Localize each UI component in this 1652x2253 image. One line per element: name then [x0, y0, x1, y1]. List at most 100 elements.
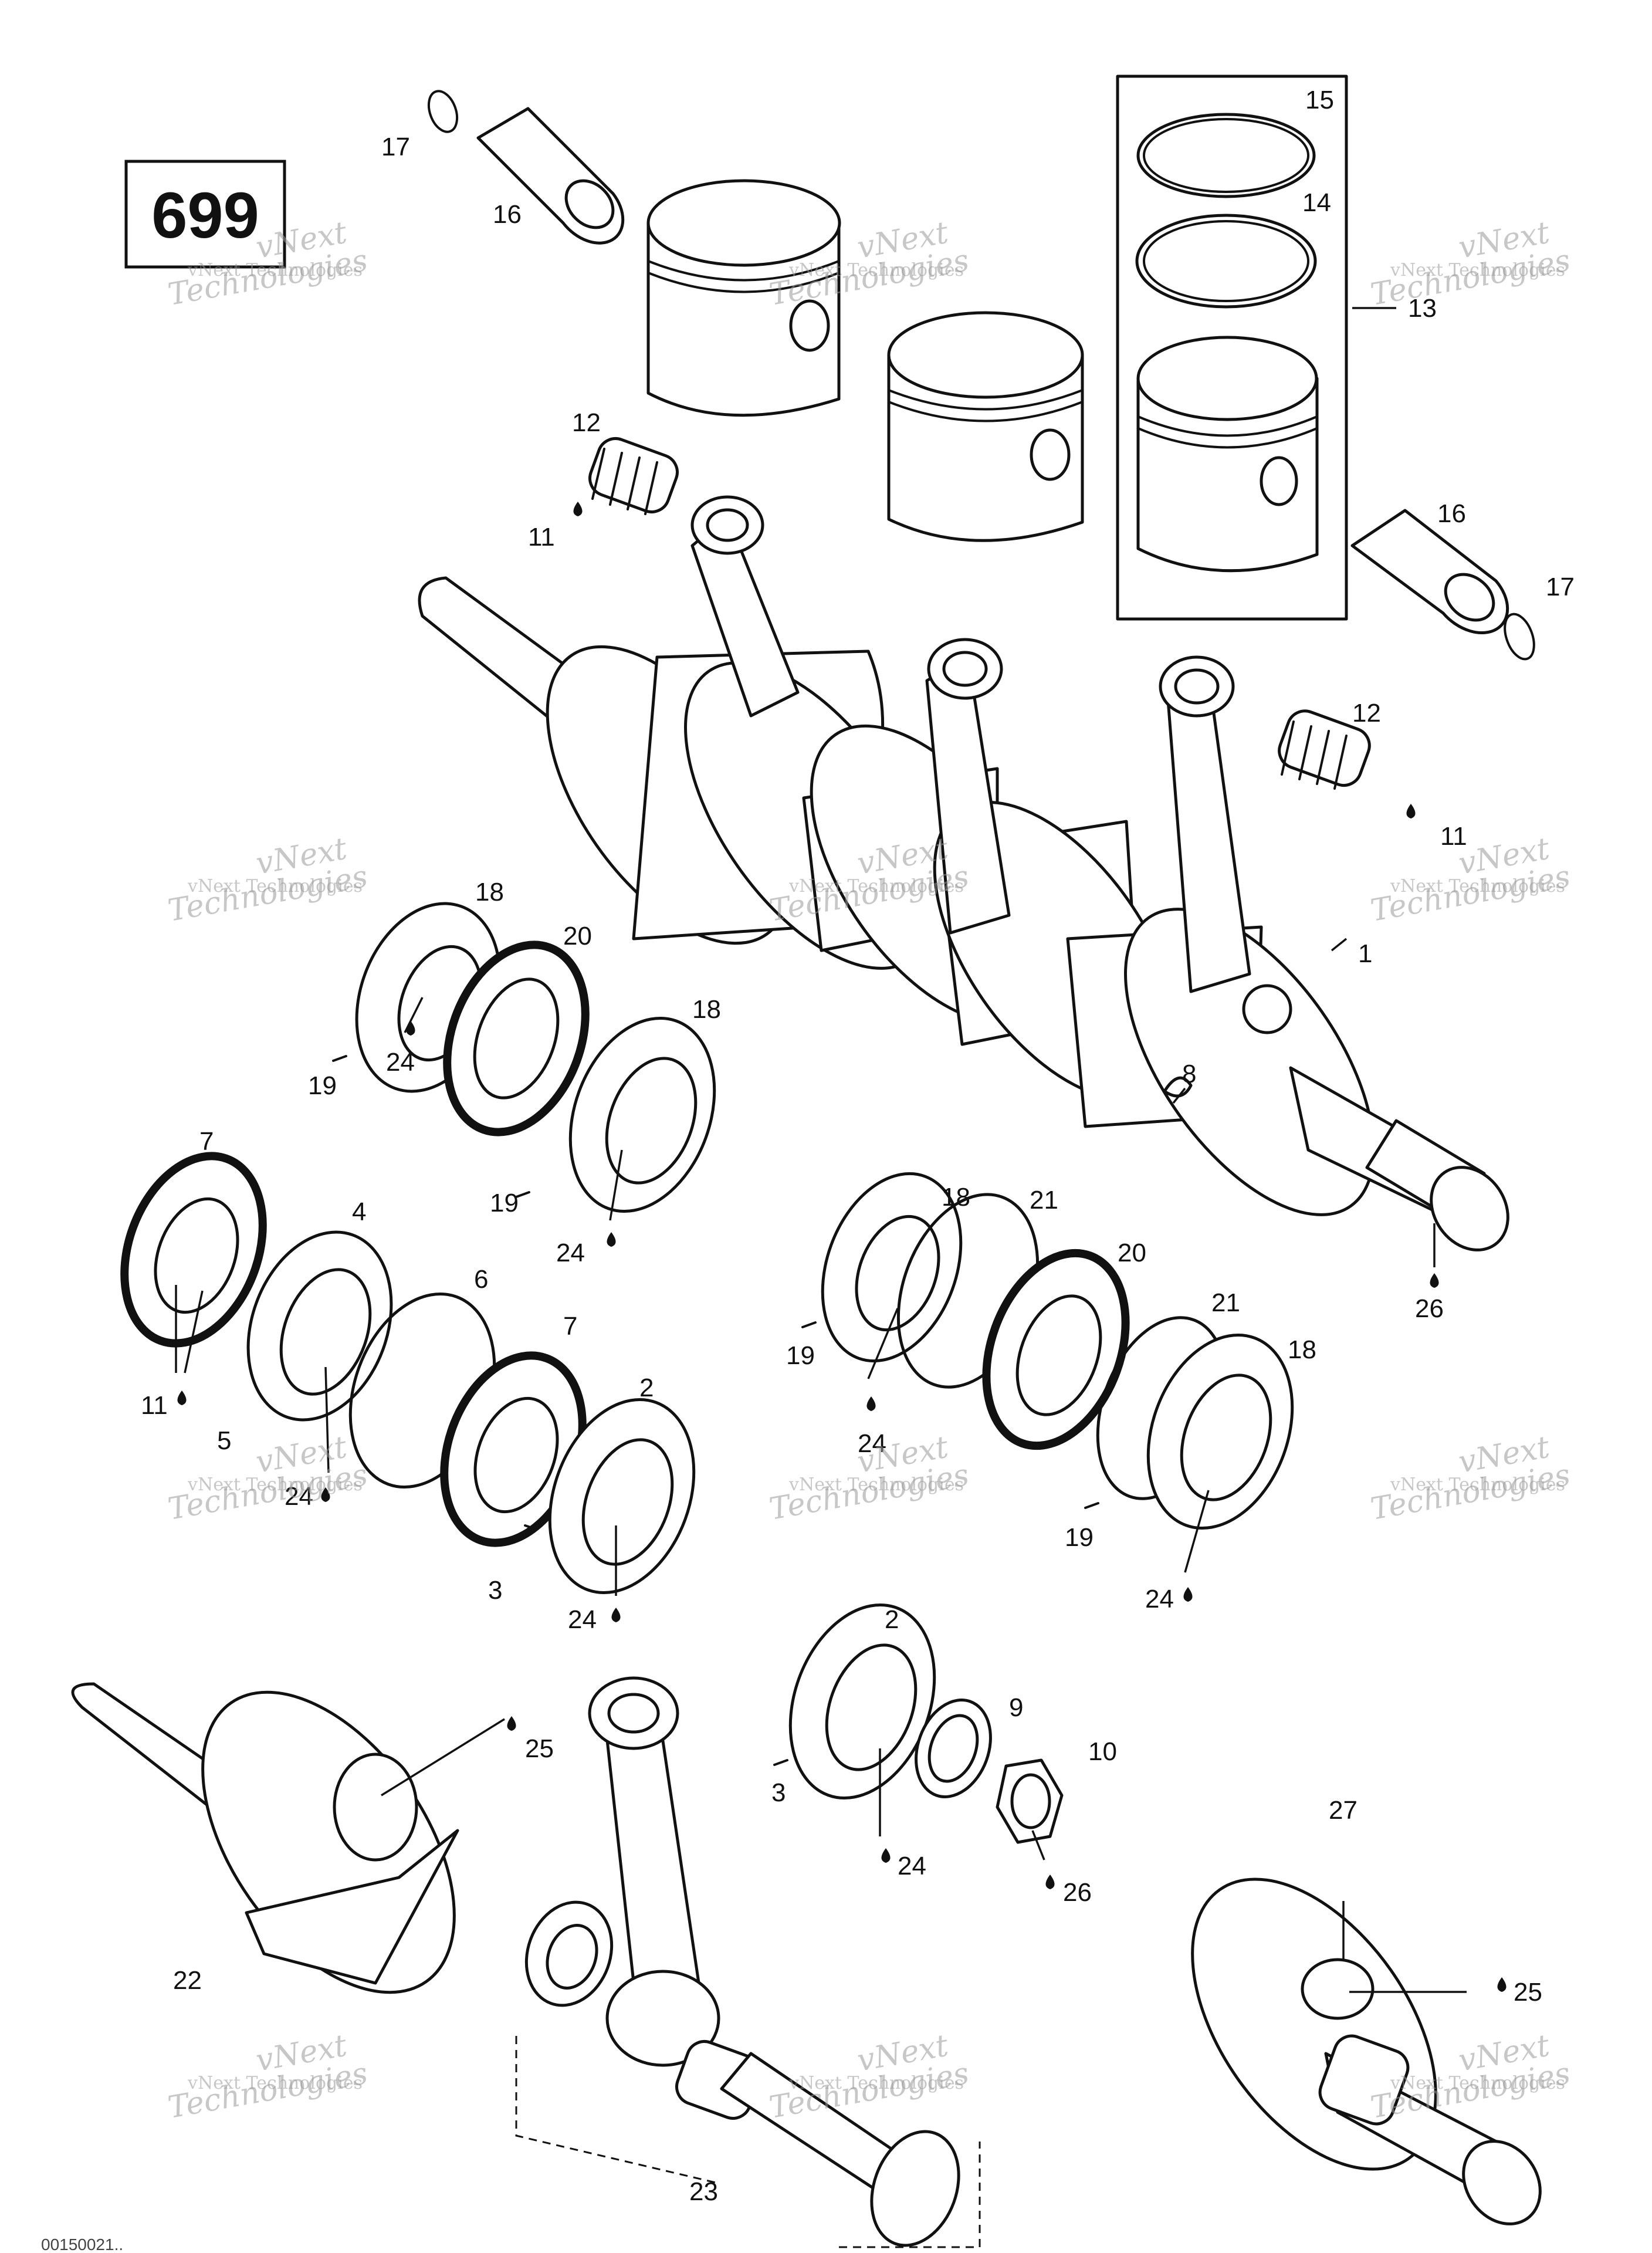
callout-label: 19 [786, 1341, 815, 1370]
part-piston-2 [887, 311, 1084, 542]
callout-label: 6 [474, 1265, 488, 1294]
callout-label: 25 [1514, 1978, 1542, 2007]
callout-label: 24 [285, 1482, 313, 1511]
part-piston-pin-right [1350, 509, 1509, 634]
part-piston-pin-top [476, 107, 625, 245]
part-piston-ring-14 [1135, 214, 1317, 309]
callout-label: 11 [1440, 822, 1467, 851]
callout-label: 24 [858, 1429, 886, 1458]
part-oil-seal-20-a [443, 941, 590, 1136]
watermark-line2: vNext Technologies [187, 876, 363, 897]
callout-label: 18 [1288, 1335, 1316, 1364]
watermark-line2: vNext Technologies [187, 1474, 363, 1495]
part-crankshaft-assembly [418, 495, 1509, 1251]
callout-label: 9 [1009, 1693, 1023, 1722]
watermark-line2: vNext Technologies [187, 2073, 363, 2093]
callout-label: 16 [493, 200, 522, 229]
watermark-line2: vNext Technologies [187, 260, 363, 280]
callout-label: 24 [1145, 1585, 1174, 1613]
part-needle-bearing-right [1278, 709, 1371, 790]
diagram-code: 699 [151, 180, 259, 252]
callout-label: 19 [490, 1189, 519, 1217]
callout-label: 21 [1030, 1186, 1058, 1215]
part-washer-9 [915, 1699, 992, 1798]
callout-label: 18 [692, 995, 721, 1024]
part-woodruff-key [1163, 1076, 1193, 1098]
callout-label: 20 [563, 922, 592, 950]
callout-label: 10 [1088, 1737, 1117, 1766]
part-circlip-right [1504, 613, 1535, 661]
callout-label: 1 [1358, 939, 1372, 968]
part-oil-seal-20-b [982, 1249, 1130, 1450]
watermark-line2: vNext Technologies [788, 260, 964, 280]
callout-label: 7 [199, 1127, 214, 1156]
callout-label: 26 [1415, 1294, 1444, 1323]
part-bearing-2-a [548, 1398, 696, 1595]
part-piston-1 [646, 179, 841, 417]
part-oil-seal-7-b [440, 1351, 587, 1547]
callout-label: 22 [173, 1966, 202, 1995]
callout-label: 2 [885, 1605, 899, 1634]
callout-labels: 1 2 2 3 3 4 5 6 7 7 8 9 10 11 11 11 12 1… [141, 86, 1575, 2206]
callout-label: 8 [1182, 1060, 1196, 1088]
callout-label: 24 [386, 1048, 415, 1077]
callout-label: 11 [141, 1391, 168, 1420]
callout-label: 23 [689, 2177, 718, 2206]
part-nut-10 [996, 1758, 1064, 1844]
oil-drop-icon [177, 502, 1507, 1992]
callout-label: 24 [556, 1239, 585, 1267]
piston-kit-box [1116, 75, 1348, 621]
callout-label: 21 [1211, 1288, 1240, 1317]
callout-label: 17 [381, 133, 410, 161]
watermark-line2: vNext Technologies [1390, 260, 1565, 280]
callout-label: 11 [528, 523, 555, 552]
part-piston-3 [1136, 336, 1319, 573]
watermark-line2: vNext Technologies [788, 2073, 964, 2093]
part-23-bracket [515, 2036, 981, 2248]
part-bearing-18-d [1146, 1333, 1294, 1530]
part-crank-end-27 [1191, 1877, 1542, 2225]
callout-label: 18 [475, 878, 504, 906]
callout-label: 24 [898, 1852, 926, 1880]
callout-label: 27 [1329, 1796, 1358, 1825]
callout-label: 3 [771, 1778, 786, 1807]
part-crank-half-22 [71, 1682, 459, 1994]
part-con-rod-assembly-23 [524, 1676, 960, 2247]
callout-label: 20 [1118, 1239, 1146, 1267]
callout-label: 15 [1305, 86, 1334, 114]
watermark-line2: vNext Technologies [1390, 876, 1565, 897]
callout-label: 12 [1352, 699, 1381, 728]
diagram-code-box: 699 [124, 160, 286, 269]
callout-label: 17 [1546, 573, 1575, 601]
part-bearing-4 [246, 1230, 393, 1422]
callout-label: 3 [488, 1576, 502, 1605]
callout-label: 2 [639, 1374, 654, 1402]
callout-label: 5 [217, 1426, 231, 1455]
callout-label: 19 [308, 1071, 337, 1100]
callout-label: 26 [1063, 1878, 1092, 1907]
callout-label: 4 [352, 1197, 366, 1226]
watermark-line2: vNext Technologies [1390, 2073, 1565, 2093]
callout-label: 12 [572, 408, 601, 437]
callout-label: 19 [1065, 1523, 1094, 1552]
part-bearing-2-b [788, 1603, 936, 1800]
callout-label: 18 [942, 1183, 970, 1212]
part-piston-ring-15 [1136, 113, 1316, 198]
part-bearing-18-b [568, 1016, 716, 1213]
leader-lines [175, 307, 1467, 1993]
callout-label: 16 [1437, 499, 1466, 528]
part-circlip-top [427, 90, 459, 133]
part-pins-19-3 [332, 1055, 1099, 1766]
callout-label: 13 [1408, 294, 1437, 323]
watermark-line2: vNext Technologies [788, 876, 964, 897]
callout-label: 25 [525, 1734, 554, 1763]
part-bearing-18-c [821, 1172, 963, 1363]
callout-label: 24 [568, 1605, 597, 1634]
footer-code: 00150021.. [41, 2235, 123, 2253]
watermark-line2: vNext Technologies [1390, 1474, 1565, 1495]
part-needle-bearing-top [588, 437, 679, 515]
callout-label: 7 [563, 1312, 577, 1341]
watermark-line2: vNext Technologies [788, 1474, 964, 1495]
callout-label: 14 [1302, 188, 1331, 217]
